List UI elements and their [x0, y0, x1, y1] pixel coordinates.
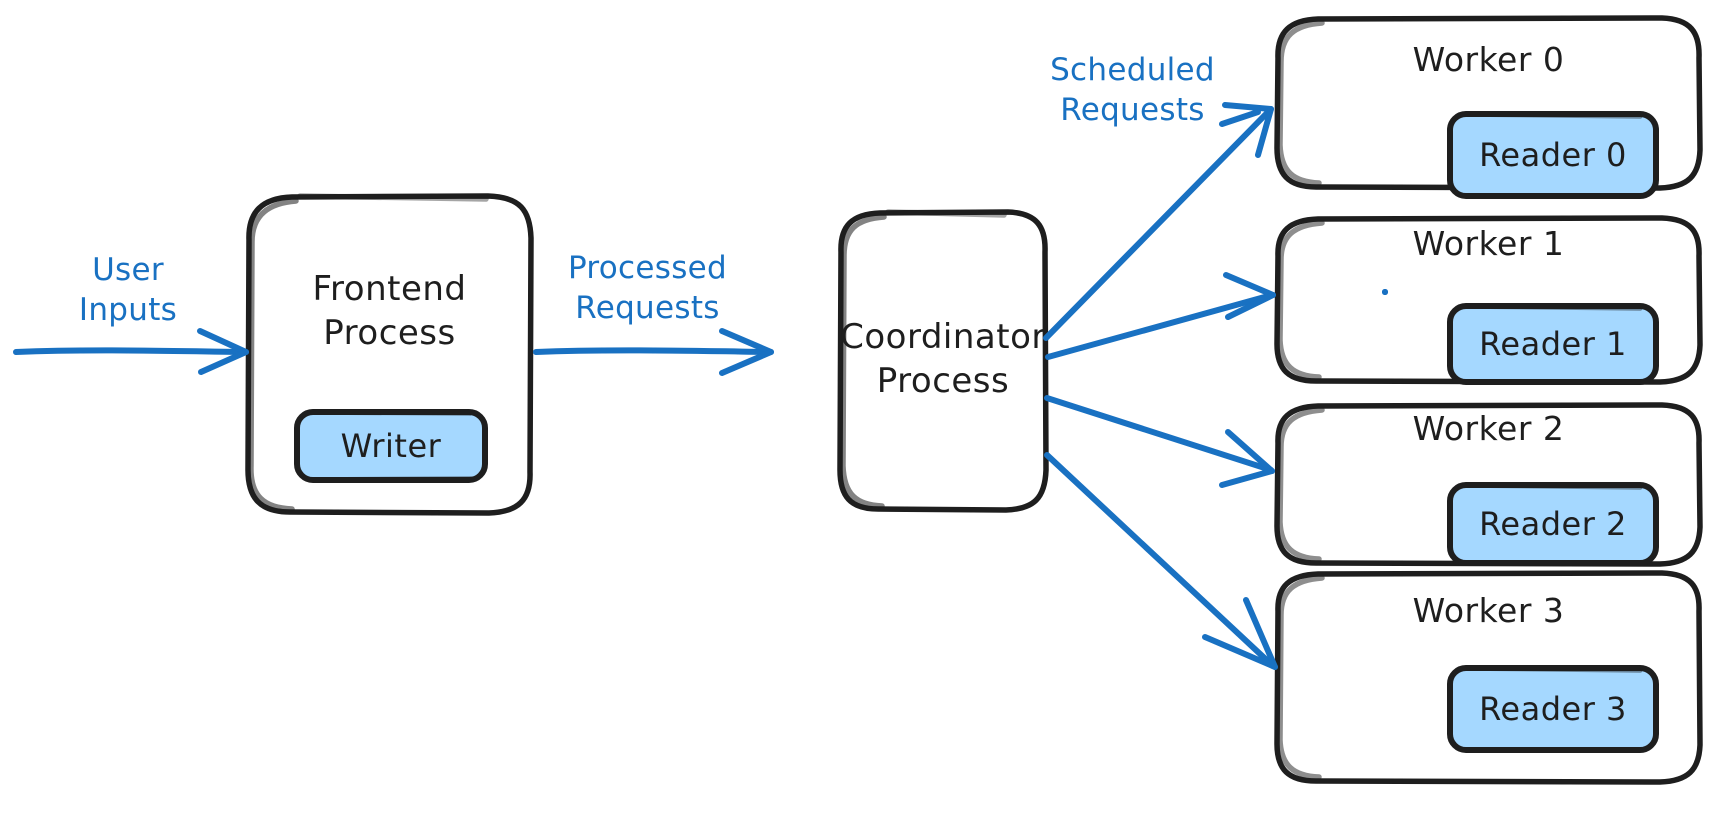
user-inputs-label: User Inputs: [78, 251, 178, 328]
processed-requests-arrow: [533, 328, 774, 376]
scheduled-requests-arrow-worker-2: [1044, 395, 1275, 488]
reader-1-node[interactable]: [1450, 306, 1656, 382]
reader-3-node[interactable]: [1450, 668, 1656, 750]
reader-0-node[interactable]: [1450, 114, 1656, 196]
scheduled-requests-leader: [1219, 109, 1261, 127]
processed-requests-label: Processed Requests: [567, 249, 728, 326]
scheduled-requests-arrow-worker-1: [1045, 272, 1276, 360]
scheduled-requests-label: Scheduled Requests: [1050, 51, 1215, 128]
scheduled-requests-arrow-worker-0: [1043, 102, 1274, 341]
reader-2-node[interactable]: [1450, 485, 1656, 563]
writer-node[interactable]: [297, 412, 485, 480]
worker-3-arrowhead: [1202, 597, 1278, 670]
coordinator-process-node[interactable]: [840, 212, 1046, 510]
user-inputs-arrow: [13, 328, 249, 375]
